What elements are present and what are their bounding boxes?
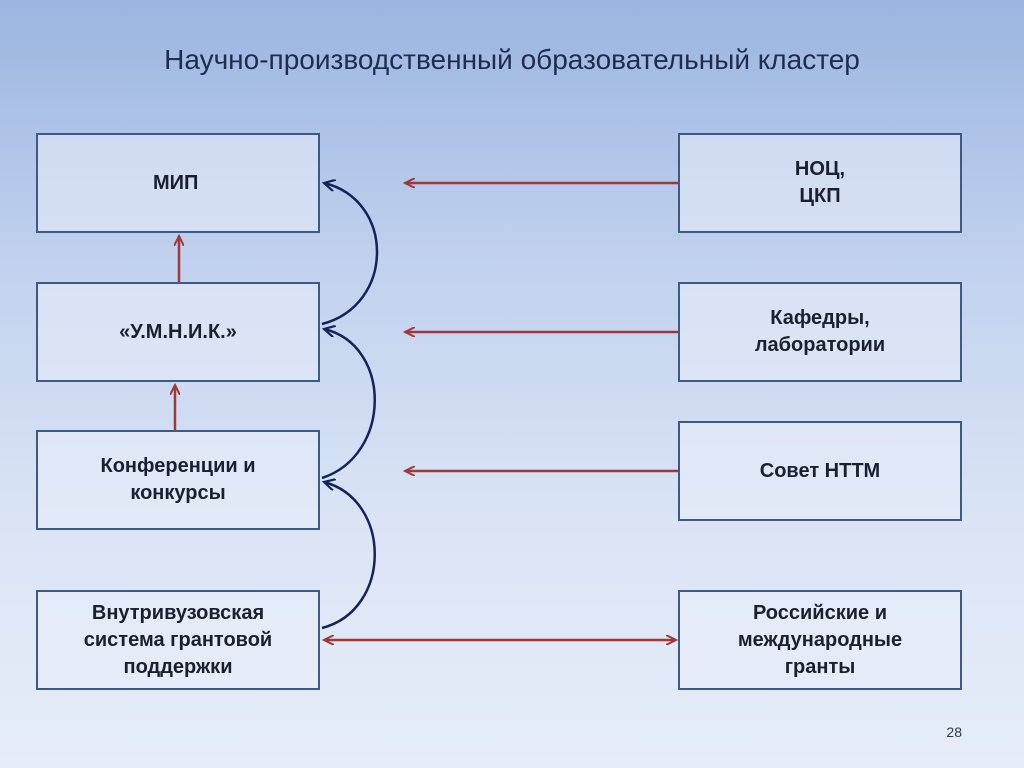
- box-umnik-label: «У.М.Н.И.К.»: [119, 320, 237, 343]
- box-umnik: «У.М.Н.И.К.»: [36, 282, 320, 382]
- curve-umnik-to-mip: [321, 183, 379, 326]
- box-nttm-council: Совет НТТМ: [678, 421, 962, 521]
- box-nttm-council-label: Совет НТТМ: [759, 459, 881, 482]
- box-conferences-label: Конференции и конкурсы: [100, 455, 256, 504]
- curve-grant-to-conf: [321, 482, 376, 630]
- box-internal-grants-label: Внутривузовская система грантовой поддер…: [83, 601, 273, 678]
- box-external-grants-label: Российские и международные гранты: [737, 601, 903, 678]
- box-mip: МИП: [36, 133, 320, 233]
- box-conferences: Конференции и конкурсы: [36, 430, 320, 530]
- slide-title: Научно-производственный образовательный …: [164, 44, 860, 75]
- box-departments-label: Кафедры, лаборатории: [754, 307, 886, 356]
- box-departments: Кафедры, лаборатории: [678, 282, 962, 382]
- box-external-grants: Российские и международные гранты: [678, 590, 962, 690]
- page-number: 28: [946, 724, 962, 740]
- curve-conf-to-umnik: [321, 329, 376, 480]
- box-noc-ckp-label: НОЦ, ЦКП: [794, 158, 846, 207]
- box-mip-label: МИП: [153, 171, 199, 194]
- box-internal-grants: Внутривузовская система грантовой поддер…: [36, 590, 320, 690]
- box-noc-ckp: НОЦ, ЦКП: [678, 133, 962, 233]
